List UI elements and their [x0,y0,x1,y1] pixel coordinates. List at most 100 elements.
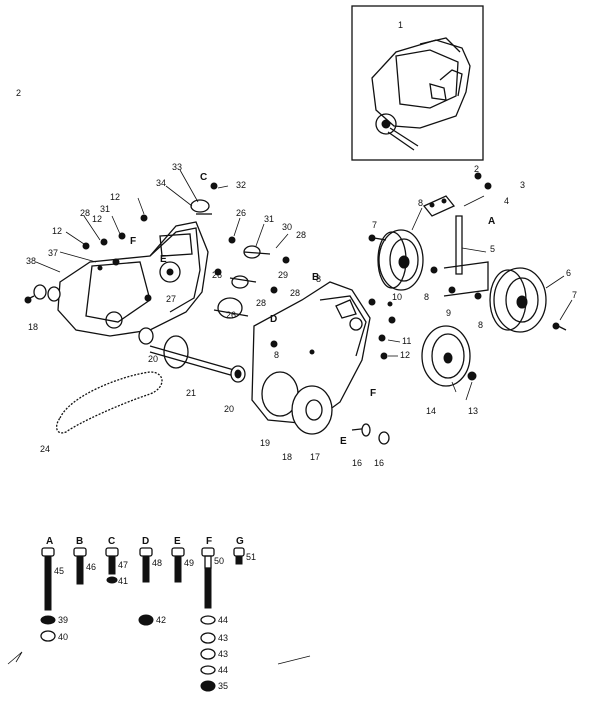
bracket-assembly [422,172,492,297]
key-num-47: 47 [118,560,128,570]
callout-10: 10 [392,292,402,302]
left-hardware [82,182,218,250]
key-num-46: 46 [86,562,96,572]
callout-26-mid: 26 [212,270,222,280]
callout-28-topleft: 28 [80,208,90,218]
callout-28-mid: 28 [256,298,266,308]
callout-12-right: 12 [400,350,410,360]
callout-16-left: 16 [352,458,362,468]
key-num-48: 48 [152,558,162,568]
small-hardware-right [368,234,567,381]
callout-20-right: 20 [224,404,234,414]
callout-31-right: 31 [264,214,274,224]
callout-31-left: 31 [100,204,110,214]
left-housing [57,221,209,337]
key-num-51: 51 [246,552,256,562]
callout-14: 14 [426,406,436,416]
center-housing [251,281,371,435]
callout-2: 2 [474,164,479,174]
key-num-49: 49 [184,558,194,568]
callout-38: 38 [26,256,36,266]
callout-29: 29 [278,270,288,280]
callout-19: 19 [260,438,270,448]
key-num-43-low: 43 [218,649,228,659]
key-num-44-low: 44 [218,665,228,675]
letter-B: B [312,272,319,283]
callout-13: 13 [468,406,478,416]
callout-3: 3 [520,180,525,190]
key-letter-F: F [206,536,212,547]
callout-33: 33 [172,162,182,172]
callout-30: 30 [282,222,292,232]
callout-9: 9 [446,308,451,318]
letter-F: F [370,388,376,399]
callout-26-low: 26 [226,310,236,320]
callout-7-left: 7 [372,220,377,230]
key-num-50: 50 [214,556,224,566]
key-letter-C: C [108,536,115,547]
letter-C: C [200,172,207,183]
callout-6: 6 [566,268,571,278]
key-num-35: 35 [218,681,228,691]
callout-28-right: 28 [290,288,300,298]
callout-27: 27 [166,294,176,304]
callout-16-right: 16 [374,458,384,468]
callout-20-left: 20 [148,354,158,364]
inset-assembled-view [351,5,484,161]
letter-E: E [340,436,347,447]
key-letter-B: B [76,536,83,547]
callout-8-mid: 8 [424,292,429,302]
callout-18-left: 18 [28,322,38,332]
hardware-key: A B C D E F G [40,536,256,692]
callout-8-top: 8 [418,198,423,208]
key-num-39: 39 [58,615,68,625]
axle-21 [138,327,246,383]
stray-mark-2 [277,655,311,665]
key-letter-A: A [46,536,53,547]
pulley-14 [421,325,471,387]
callout-7-right: 7 [572,290,577,300]
callout-4: 4 [504,196,509,206]
corner-mark: 2 [16,88,21,98]
callout-28-topright: 28 [296,230,306,240]
callout-24: 24 [40,444,50,454]
center-small-parts [351,301,393,445]
callout-17: 17 [310,452,320,462]
callout-1: 1 [398,20,403,30]
key-num-42: 42 [156,615,166,625]
leader-lines [35,169,573,401]
callout-8-right: 8 [478,320,483,330]
callout-37: 37 [48,248,58,258]
callout-12-mid: 12 [92,214,102,224]
key-num-41: 41 [118,576,128,586]
key-num-44-top: 44 [218,615,228,625]
callout-18-center: 18 [282,452,292,462]
key-num-43-top: 43 [218,633,228,643]
letter-A: A [488,216,495,227]
shaft-gear-cluster [144,236,290,319]
stray-mark [7,651,23,665]
callout-21: 21 [186,388,196,398]
callout-34: 34 [156,178,166,188]
key-letter-G: G [236,536,244,547]
letter-F-left: F [130,236,136,247]
callout-32: 32 [236,180,246,190]
callout-labels: 2 3 4 5 6 7 7 8 8 8 8 8 9 10 11 12 12 12… [16,88,577,468]
drive-belt [55,371,163,434]
callout-5: 5 [490,244,495,254]
callout-8-center: 8 [316,274,321,284]
callout-26-top: 26 [236,208,246,218]
callout-11: 11 [402,336,411,346]
wheel-left [377,229,424,291]
key-letter-E: E [174,536,181,547]
key-num-40: 40 [58,632,68,642]
letter-E-left: E [160,254,167,265]
key-letter-D: D [142,536,149,547]
letter-D: D [270,314,277,325]
left-washers [24,284,61,304]
key-num-45: 45 [54,566,64,576]
callout-8-housing: 8 [274,350,279,360]
callout-12-top: 12 [110,192,120,202]
callout-12-left: 12 [52,226,62,236]
